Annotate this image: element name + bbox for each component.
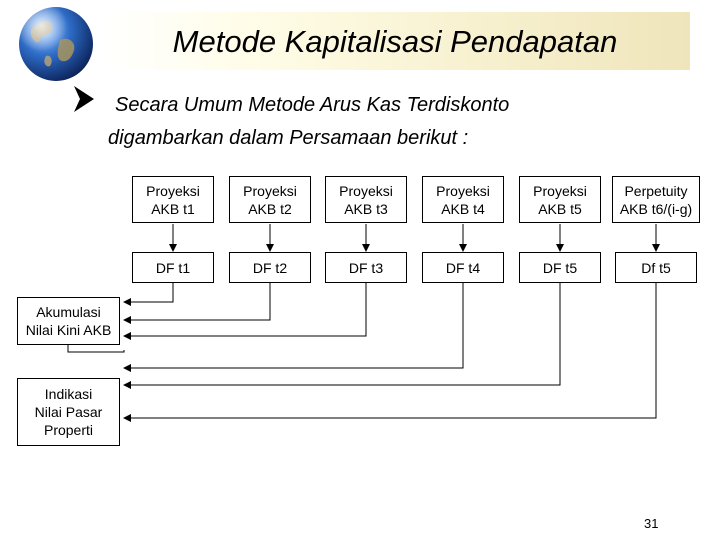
pv-box-line-2: Nilai Kini AKB <box>25 322 112 338</box>
projection-period: AKB t2 <box>248 200 292 217</box>
projection-box-t1: Proyeksi AKB t1 <box>132 176 214 223</box>
discount-factor-label: Df t5 <box>641 259 671 276</box>
perpetuity-label: Perpetuity <box>624 182 688 199</box>
link-df1-pv <box>123 283 174 306</box>
discount-factor-label: DF t5 <box>542 259 578 276</box>
arrow-bullet-icon <box>74 86 94 112</box>
link-df2-pv <box>123 283 271 324</box>
discount-factor-label: DF t2 <box>252 259 288 276</box>
market-value-indication-box: Indikasi Nilai Pasar Properti <box>17 378 120 446</box>
projection-label: Proyeksi <box>243 182 297 199</box>
discount-factor-box-t6: Df t5 <box>615 252 697 283</box>
globe-logo-icon <box>19 7 93 81</box>
projection-period: AKB t5 <box>538 200 582 217</box>
projection-period: AKB t1 <box>151 200 195 217</box>
discount-factor-box-t3: DF t3 <box>325 252 407 283</box>
pv-box-line-1: Akumulasi <box>36 304 101 320</box>
projection-label: Proyeksi <box>339 182 393 199</box>
discount-factor-label: DF t4 <box>445 259 481 276</box>
projection-period: AKB t3 <box>344 200 388 217</box>
intro-line-2: digambarkan dalam Persamaan berikut : <box>108 127 469 149</box>
projection-box-t4: Proyeksi AKB t4 <box>422 176 504 223</box>
projection-label: Proyeksi <box>436 182 490 199</box>
link-df5-value <box>123 283 561 389</box>
present-value-accumulation-box: Akumulasi Nilai Kini AKB <box>17 297 120 345</box>
projection-period: AKB t4 <box>441 200 485 217</box>
perpetuity-box-t6: Perpetuity AKB t6/(i-g) <box>612 176 700 223</box>
projection-box-t2: Proyeksi AKB t2 <box>229 176 311 223</box>
projection-label: Proyeksi <box>146 182 200 199</box>
title-band: Metode Kapitalisasi Pendapatan <box>100 12 690 70</box>
value-box-line-3: Properti <box>43 422 94 438</box>
value-box-line-2: Nilai Pasar <box>34 404 103 420</box>
link-pv-value <box>67 345 125 353</box>
link-df4-value <box>123 283 464 372</box>
projection-label: Proyeksi <box>533 182 587 199</box>
projection-box-t5: Proyeksi AKB t5 <box>519 176 601 223</box>
link-df6-value <box>123 283 657 422</box>
discount-factor-box-t4: DF t4 <box>422 252 504 283</box>
page-number: 31 <box>644 516 659 531</box>
perpetuity-formula: AKB t6/(i-g) <box>619 200 693 217</box>
value-box-line-1: Indikasi <box>44 386 93 402</box>
intro-line-1: Secara Umum Metode Arus Kas Terdiskonto <box>115 94 510 116</box>
discount-factor-box-t1: DF t1 <box>132 252 214 283</box>
discount-factor-label: DF t1 <box>155 259 191 276</box>
link-df3-pv <box>123 283 367 340</box>
discount-factor-box-t2: DF t2 <box>229 252 311 283</box>
slide-title: Metode Kapitalisasi Pendapatan <box>172 24 618 59</box>
discount-factor-box-t5: DF t5 <box>519 252 601 283</box>
discount-factor-label: DF t3 <box>348 259 384 276</box>
projection-box-t3: Proyeksi AKB t3 <box>325 176 407 223</box>
